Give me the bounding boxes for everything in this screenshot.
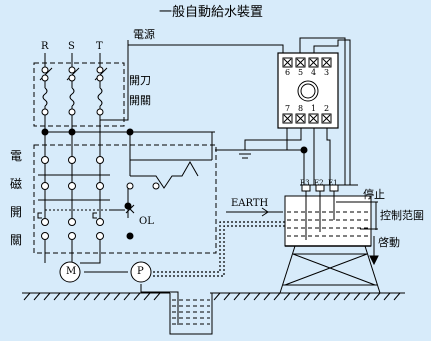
knife-switch-label-1: 開刀	[129, 74, 151, 87]
pump-icon	[130, 261, 152, 283]
ground-line	[22, 292, 405, 301]
motor-icon	[59, 261, 81, 283]
diagram-title: 一般自動給水裝置	[159, 5, 264, 20]
tank-tower	[279, 245, 381, 294]
knife-switch-label-2: 開關	[129, 94, 151, 107]
terminal-number: 2	[324, 104, 330, 113]
magnetic-contacts	[37, 156, 125, 240]
junction-dots	[41, 128, 308, 240]
elevated-tank	[284, 195, 372, 247]
power-line	[127, 40, 284, 53]
control-range-label: 控制范圍	[380, 209, 424, 222]
relay-terminals	[282, 57, 332, 124]
knife-switch-box	[33, 62, 125, 127]
control-range-marker	[336, 201, 379, 266]
overload-label: OL	[139, 216, 154, 227]
magnetic-switch-char-3: 開	[10, 205, 23, 219]
ground-icon	[236, 146, 254, 159]
knife-switch-contacts	[41, 66, 104, 116]
terminal-number: 1	[311, 104, 317, 113]
terminal-number: 3	[324, 68, 330, 77]
electrode-e1-label: E1	[328, 179, 338, 187]
terminal-number: 5	[298, 68, 304, 77]
terminal-number: 6	[285, 68, 291, 77]
power-label: 電源	[133, 28, 155, 41]
sump-well	[169, 293, 213, 335]
electrode-e3-label: E3	[300, 179, 310, 187]
motor-label: M	[66, 266, 77, 277]
electrodes	[301, 184, 339, 240]
pump-label: P	[137, 266, 144, 277]
phase-lines	[39, 53, 108, 186]
magnetic-switch-char-2: 磁	[10, 177, 23, 191]
stop-label: 停止	[363, 188, 385, 201]
phase-s-label: S	[68, 41, 75, 52]
terminal-number: 4	[311, 68, 317, 77]
electrode-e2-label: E2	[314, 179, 324, 187]
terminal-number: 8	[298, 104, 304, 113]
supply-pipe	[149, 221, 290, 277]
magnetic-switch-char-1: 電	[10, 149, 23, 163]
phase-r-label: R	[41, 41, 49, 52]
terminal-number: 7	[285, 104, 291, 113]
control-circuit	[125, 132, 213, 218]
magnetic-switch-char-4: 關	[10, 233, 23, 247]
earth-label: EARTH	[231, 198, 269, 209]
phase-t-label: T	[96, 41, 103, 52]
start-label: 啓動	[378, 236, 400, 249]
magnetic-switch-box	[33, 144, 217, 254]
